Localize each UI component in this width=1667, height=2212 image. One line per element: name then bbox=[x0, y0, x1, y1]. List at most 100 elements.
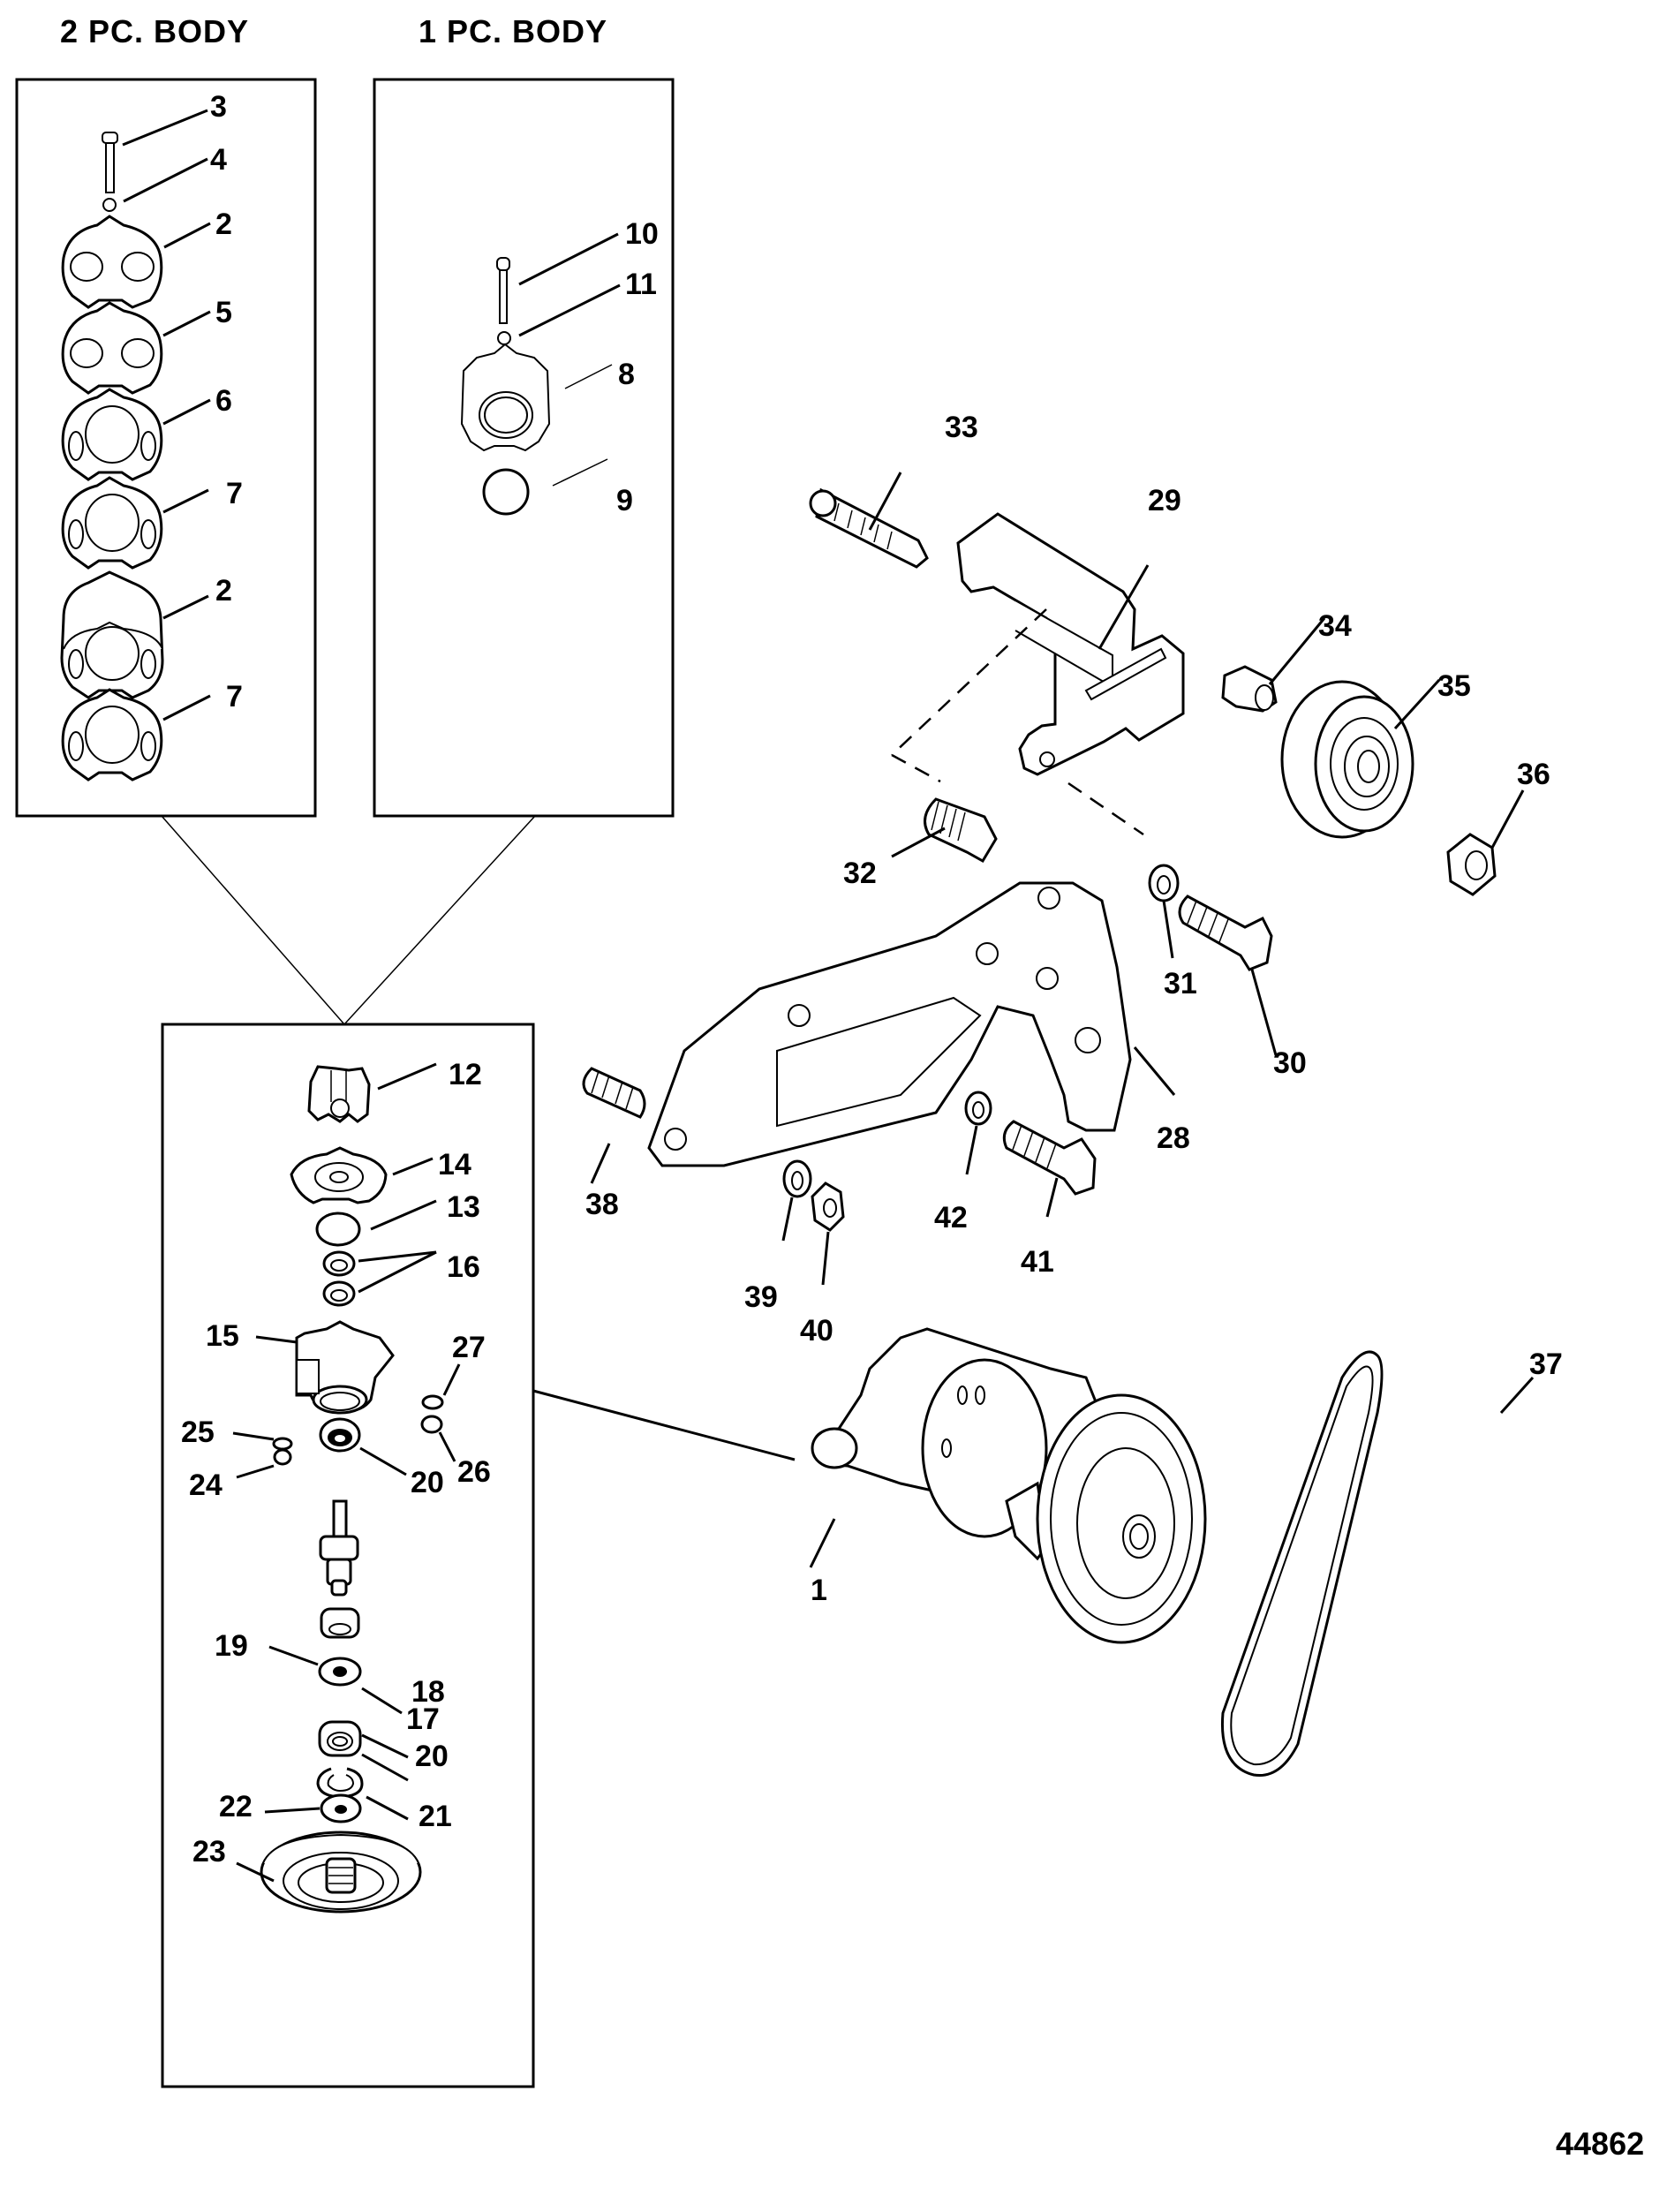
callout-7: 7 bbox=[226, 680, 243, 713]
title-1pc-body: 1 PC. BODY bbox=[419, 13, 607, 49]
part-screw-41 bbox=[1002, 1120, 1097, 1196]
callout-20: 20 bbox=[411, 1466, 444, 1499]
callout-27: 27 bbox=[452, 1331, 486, 1364]
part-stud-33 bbox=[809, 487, 929, 569]
callout-34: 34 bbox=[1318, 609, 1352, 643]
part-gasket-5 bbox=[61, 301, 163, 395]
part-body-8 bbox=[460, 343, 551, 452]
callout-6: 6 bbox=[215, 384, 232, 418]
callout-4: 4 bbox=[210, 143, 227, 177]
part-screw-32 bbox=[924, 797, 998, 864]
callout-14: 14 bbox=[438, 1148, 471, 1181]
callout-33: 33 bbox=[945, 411, 978, 444]
callout-2: 2 bbox=[215, 574, 232, 608]
part-bearing-20a bbox=[319, 1417, 361, 1453]
callout-8: 8 bbox=[618, 358, 635, 391]
callout-40: 40 bbox=[800, 1314, 834, 1348]
part-shaft-17 bbox=[319, 1499, 359, 1597]
part-plate-2a bbox=[61, 215, 163, 309]
callout-29: 29 bbox=[1148, 484, 1181, 517]
callout-24: 24 bbox=[189, 1468, 223, 1502]
part-washer-27 bbox=[421, 1394, 444, 1410]
callout-37: 37 bbox=[1529, 1348, 1563, 1381]
title-2pc-body: 2 PC. BODY bbox=[60, 13, 249, 49]
box-2pc-body bbox=[15, 78, 317, 818]
callout-32: 32 bbox=[843, 857, 877, 890]
callout-35: 35 bbox=[1437, 669, 1471, 703]
callout-3: 3 bbox=[210, 90, 227, 124]
part-bracket-29 bbox=[956, 512, 1185, 776]
callout-19: 19 bbox=[215, 1629, 248, 1663]
part-wearplate-14 bbox=[290, 1146, 388, 1204]
part-housing-2b bbox=[60, 570, 164, 699]
callout-22: 22 bbox=[219, 1790, 253, 1823]
connector-line-2pc bbox=[161, 815, 345, 1025]
part-spacer-18 bbox=[320, 1607, 360, 1639]
callout-30: 30 bbox=[1273, 1046, 1307, 1080]
callout-39: 39 bbox=[744, 1280, 778, 1314]
part-retaining-ring-21 bbox=[316, 1767, 364, 1799]
part-nut-24 bbox=[273, 1448, 292, 1466]
part-housing-15 bbox=[295, 1320, 395, 1415]
part-oring-13 bbox=[315, 1212, 361, 1247]
callout-11: 11 bbox=[625, 268, 657, 301]
part-pulley-23 bbox=[260, 1831, 422, 1914]
part-gasket-6 bbox=[61, 388, 163, 481]
part-seal-16b bbox=[322, 1280, 356, 1307]
part-drive-belt-37 bbox=[1220, 1350, 1384, 1778]
callout-26: 26 bbox=[457, 1455, 491, 1489]
part-nut-26 bbox=[420, 1415, 443, 1434]
callout-7: 7 bbox=[226, 477, 243, 510]
callout-9: 9 bbox=[616, 484, 633, 517]
callout-31: 31 bbox=[1164, 967, 1197, 1000]
part-washer-42 bbox=[964, 1091, 992, 1126]
callout-25: 25 bbox=[181, 1416, 215, 1449]
callout-16: 16 bbox=[447, 1250, 480, 1284]
part-idler-pulley-35 bbox=[1280, 680, 1414, 839]
pointer-line-box-to-pump bbox=[532, 1389, 796, 1461]
part-washer-39 bbox=[782, 1159, 812, 1198]
part-washer-31 bbox=[1148, 864, 1180, 902]
part-seal-16a bbox=[322, 1250, 356, 1277]
part-washer-4 bbox=[102, 198, 117, 212]
callout-5: 5 bbox=[215, 296, 232, 329]
dashed-guide-29-32 bbox=[891, 608, 1047, 756]
part-washer-19 bbox=[318, 1657, 362, 1687]
part-washer-11 bbox=[497, 331, 511, 345]
part-washer-22 bbox=[320, 1793, 362, 1823]
part-spacer-34 bbox=[1221, 665, 1278, 713]
callout-10: 10 bbox=[625, 217, 659, 251]
part-screw-3 bbox=[102, 132, 118, 193]
callout-1: 1 bbox=[811, 1574, 827, 1607]
callout-15: 15 bbox=[206, 1319, 239, 1353]
callout-13: 13 bbox=[447, 1190, 480, 1224]
part-nut-40 bbox=[811, 1181, 845, 1232]
dashed-guide-32 bbox=[891, 753, 941, 783]
box-pump-internals bbox=[161, 1023, 535, 2088]
dashed-guide-31 bbox=[1067, 781, 1144, 836]
callout-20: 20 bbox=[415, 1740, 449, 1773]
part-oring-9 bbox=[482, 468, 530, 516]
part-bracket-28 bbox=[647, 881, 1132, 1167]
part-gasket-7b bbox=[61, 688, 163, 781]
callout-28: 28 bbox=[1157, 1121, 1190, 1155]
part-gasket-7a bbox=[61, 476, 163, 570]
callout-23: 23 bbox=[192, 1835, 226, 1868]
callout-21: 21 bbox=[419, 1800, 452, 1833]
part-bearing-20b bbox=[318, 1720, 362, 1757]
connector-line-1pc bbox=[343, 815, 536, 1025]
callout-17: 17 bbox=[406, 1702, 440, 1736]
callout-41: 41 bbox=[1021, 1245, 1054, 1279]
leader-lines bbox=[122, 109, 1535, 1883]
part-washer-25 bbox=[272, 1437, 293, 1451]
part-screw-10 bbox=[496, 257, 510, 324]
callout-labels: 3 4 2 5 6 7 2 7 10 11 8 9 12 14 13 16 15… bbox=[181, 90, 1563, 1868]
figure-number: 44862 bbox=[1556, 2125, 1644, 2162]
part-impeller-12 bbox=[307, 1065, 371, 1123]
box-1pc-body bbox=[373, 78, 675, 818]
callout-36: 36 bbox=[1517, 758, 1550, 791]
callout-38: 38 bbox=[585, 1188, 619, 1221]
part-nut-36 bbox=[1446, 833, 1497, 896]
part-screw-30 bbox=[1178, 895, 1273, 971]
